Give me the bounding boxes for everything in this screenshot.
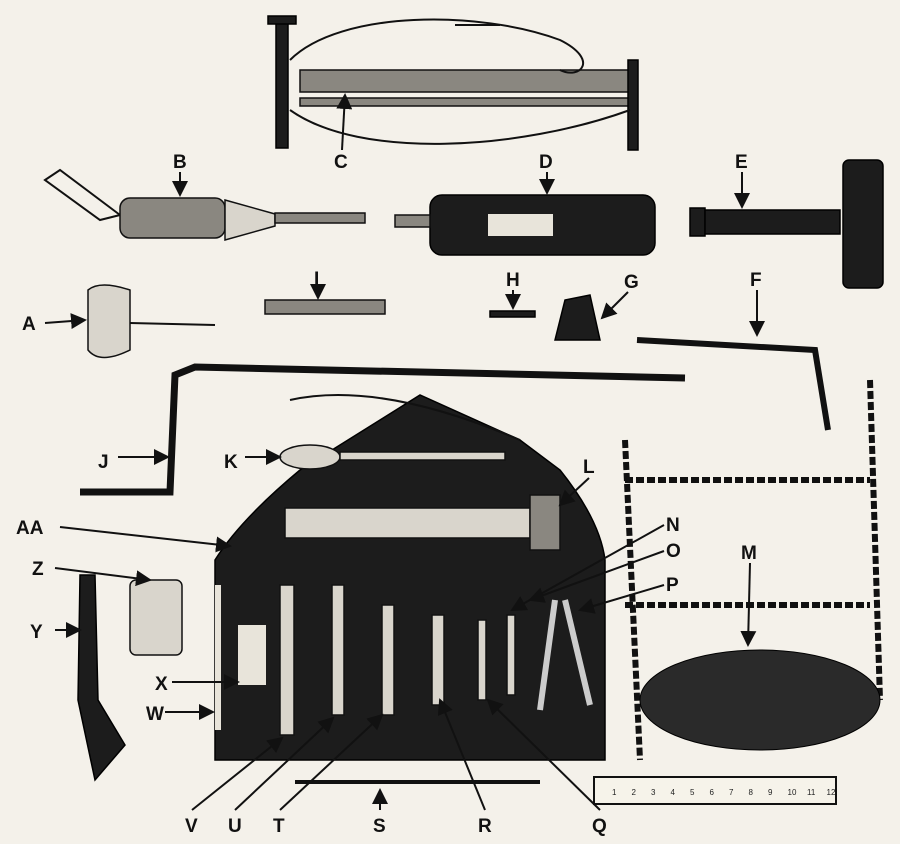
label-w: W — [146, 704, 164, 725]
label-z: Z — [32, 559, 44, 580]
ruler-number: 11 — [807, 788, 816, 797]
ruler-number: 10 — [788, 788, 797, 797]
ruler-number: 8 — [749, 788, 754, 797]
ruler-number: 1 — [612, 788, 617, 797]
socket — [129, 579, 183, 656]
label-g: G — [624, 272, 639, 293]
label-u: U — [228, 816, 242, 837]
ruler-number: 7 — [729, 788, 734, 797]
label-f: F — [750, 270, 762, 291]
tool-roll — [214, 394, 606, 761]
label-y: Y — [30, 622, 43, 643]
ruler-number: 3 — [651, 788, 656, 797]
label-j: J — [98, 452, 109, 473]
pipe-wrench — [77, 574, 126, 782]
label-a: A — [22, 314, 36, 335]
label-c: C — [334, 152, 348, 173]
blade — [489, 310, 536, 318]
label-e: E — [735, 152, 748, 173]
oil-can-funnel — [87, 284, 216, 359]
label-p: P — [666, 575, 679, 596]
ruler-number: 12 — [827, 788, 836, 797]
label-i: I — [314, 269, 319, 290]
grease-gun-small — [43, 168, 366, 241]
ruler-number: 5 — [690, 788, 695, 797]
ruler-number: 4 — [671, 788, 676, 797]
label-t: T — [273, 816, 285, 837]
ruler-number: 2 — [632, 788, 637, 797]
ruler-number: 9 — [768, 788, 773, 797]
grease-gun-large — [394, 194, 656, 256]
label-l: L — [583, 457, 595, 478]
jack — [689, 159, 884, 289]
tire-chains — [622, 379, 883, 761]
label-q: Q — [592, 816, 607, 837]
ruler-number: 6 — [710, 788, 715, 797]
lug-wrench — [636, 337, 831, 431]
label-o: O — [666, 541, 681, 562]
label-x: X — [155, 674, 168, 695]
label-v: V — [185, 816, 198, 837]
label-s: S — [373, 816, 386, 837]
label-b: B — [173, 152, 187, 173]
label-h: H — [506, 270, 520, 291]
crank-handle — [80, 363, 686, 496]
label-k: K — [224, 452, 238, 473]
leader-lines — [44, 93, 765, 811]
label-d: D — [539, 152, 553, 173]
label-aa: AA — [16, 518, 44, 539]
label-n: N — [666, 515, 680, 536]
label-r: R — [478, 816, 492, 837]
label-m: M — [741, 543, 757, 564]
cap — [554, 294, 601, 341]
grease-adapter — [264, 299, 386, 315]
tire-pump — [267, 15, 639, 151]
